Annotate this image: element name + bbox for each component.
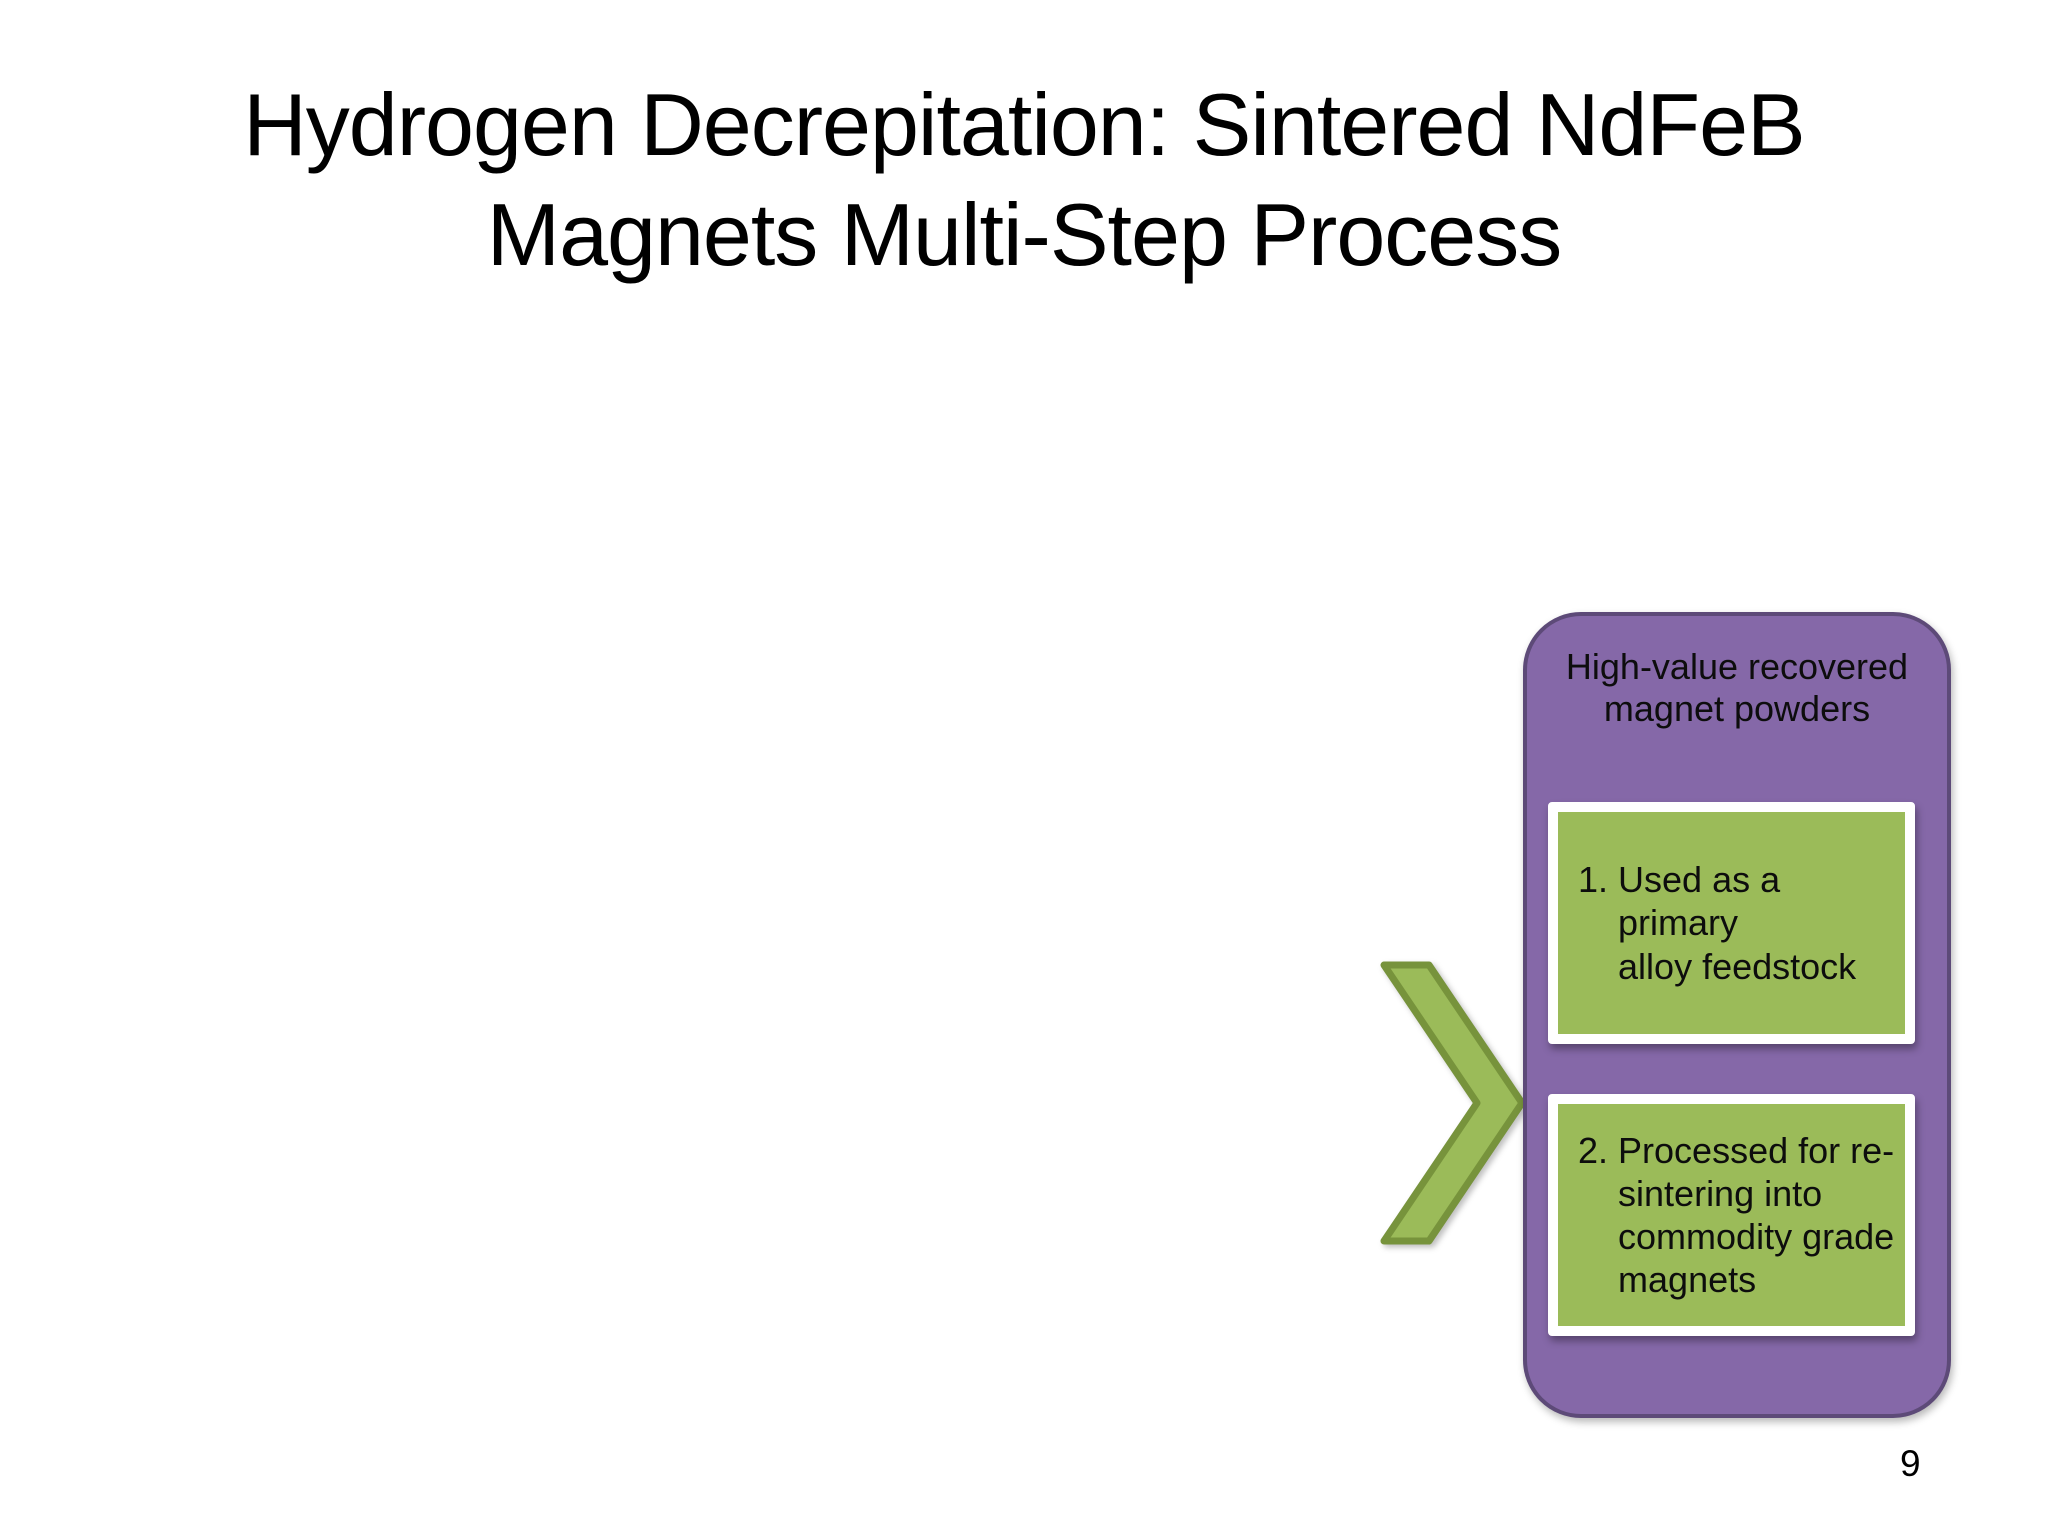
recovered-powders-panel: High-value recovered magnet powders 1. U… [1523,612,1951,1418]
slide-title: Hydrogen Decrepitation: Sintered NdFeB M… [243,75,1806,284]
page-number: 9 [1900,1443,1921,1484]
item-number: 1. [1578,859,1609,901]
panel-title: High-value recovered magnet powders [1565,646,1909,730]
item-text: Processed for re- sintering into commodi… [1618,1129,1895,1301]
chevron-right-icon [1380,961,1526,1245]
item-text: Used as a primary alloy feedstock [1618,859,1857,987]
item-number: 2. [1578,1129,1609,1171]
list-item-body: 1. Used as a primary alloy feedstock [1578,858,1897,988]
list-item-2: 2. Processed for re- sintering into comm… [1548,1094,1915,1336]
list-item-1: 1. Used as a primary alloy feedstock [1548,802,1915,1044]
list-item-body: 2. Processed for re- sintering into comm… [1578,1129,1894,1302]
